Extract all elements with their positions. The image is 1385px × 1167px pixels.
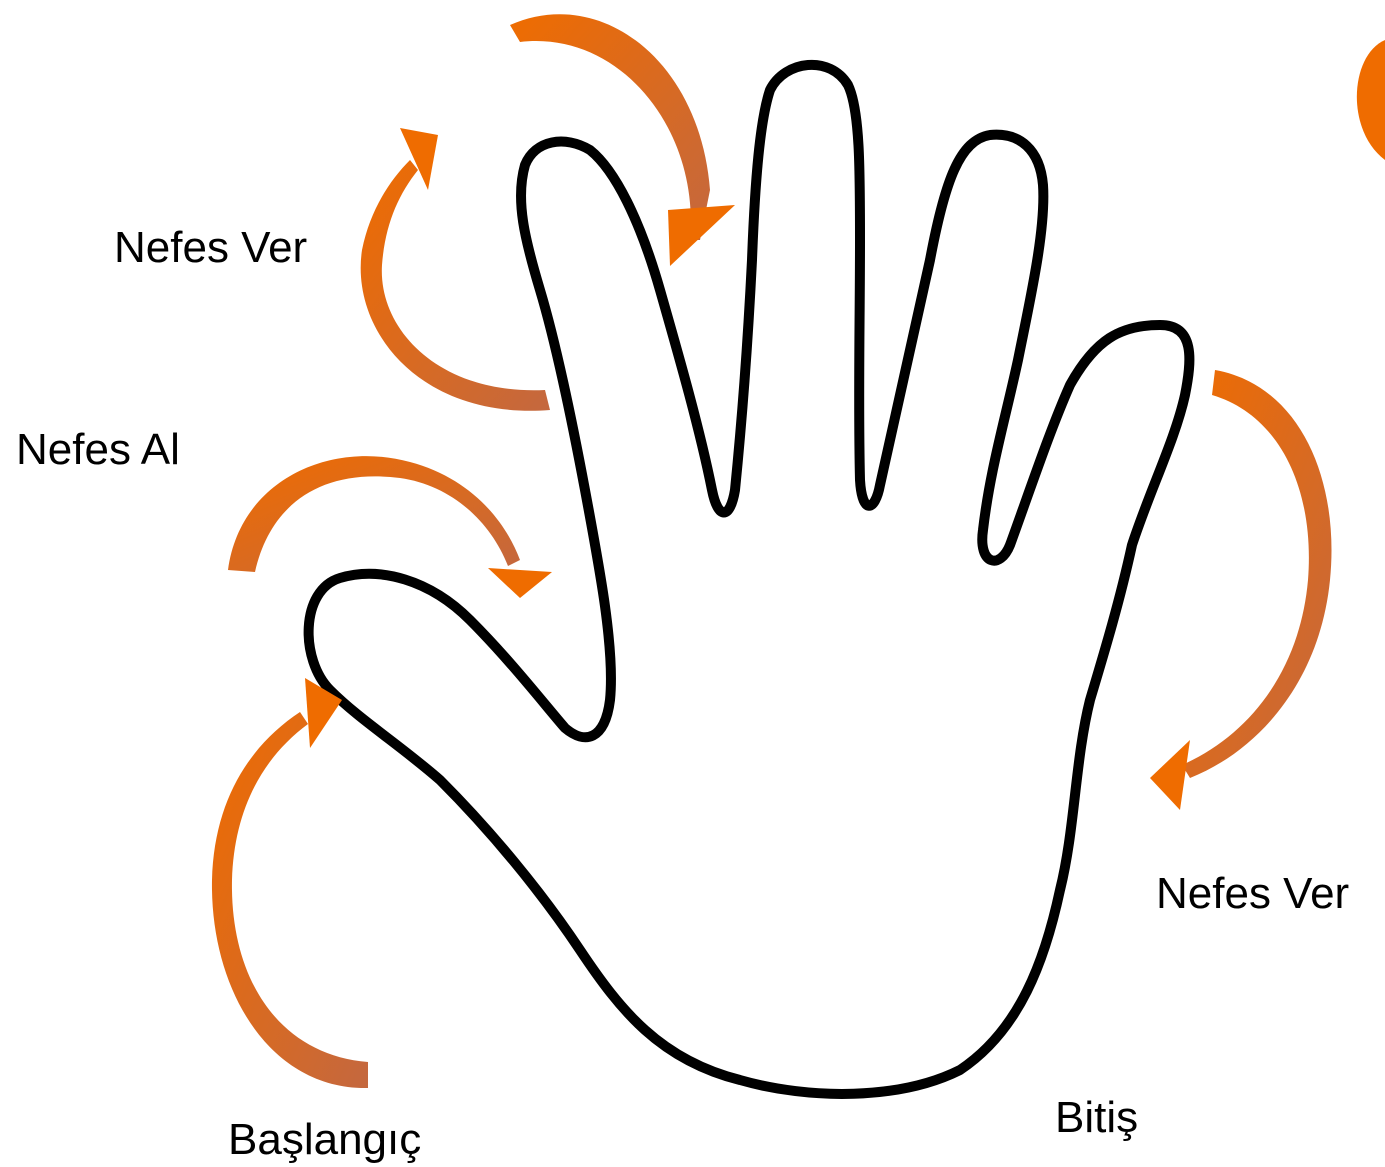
label-exhale-top: Nefes Ver bbox=[114, 226, 307, 270]
arrow-lower-left bbox=[212, 678, 368, 1088]
arrow-right-body bbox=[1182, 370, 1332, 778]
arrow-middle-left-head bbox=[488, 568, 552, 598]
corner-circle-shape bbox=[1357, 40, 1385, 160]
hand-outline bbox=[309, 65, 1190, 1094]
label-exhale-right: Nefes Ver bbox=[1156, 872, 1349, 916]
label-end: Bitiş bbox=[1055, 1096, 1138, 1140]
arrow-lower-left-body bbox=[212, 712, 368, 1088]
label-start: Başlangıç bbox=[228, 1118, 421, 1162]
arrow-top-body bbox=[510, 14, 710, 240]
arrow-middle-left-body bbox=[228, 456, 520, 572]
arrow-right-head bbox=[1150, 740, 1190, 810]
label-inhale: Nefes Al bbox=[16, 428, 180, 472]
arrow-top-head bbox=[668, 205, 735, 266]
